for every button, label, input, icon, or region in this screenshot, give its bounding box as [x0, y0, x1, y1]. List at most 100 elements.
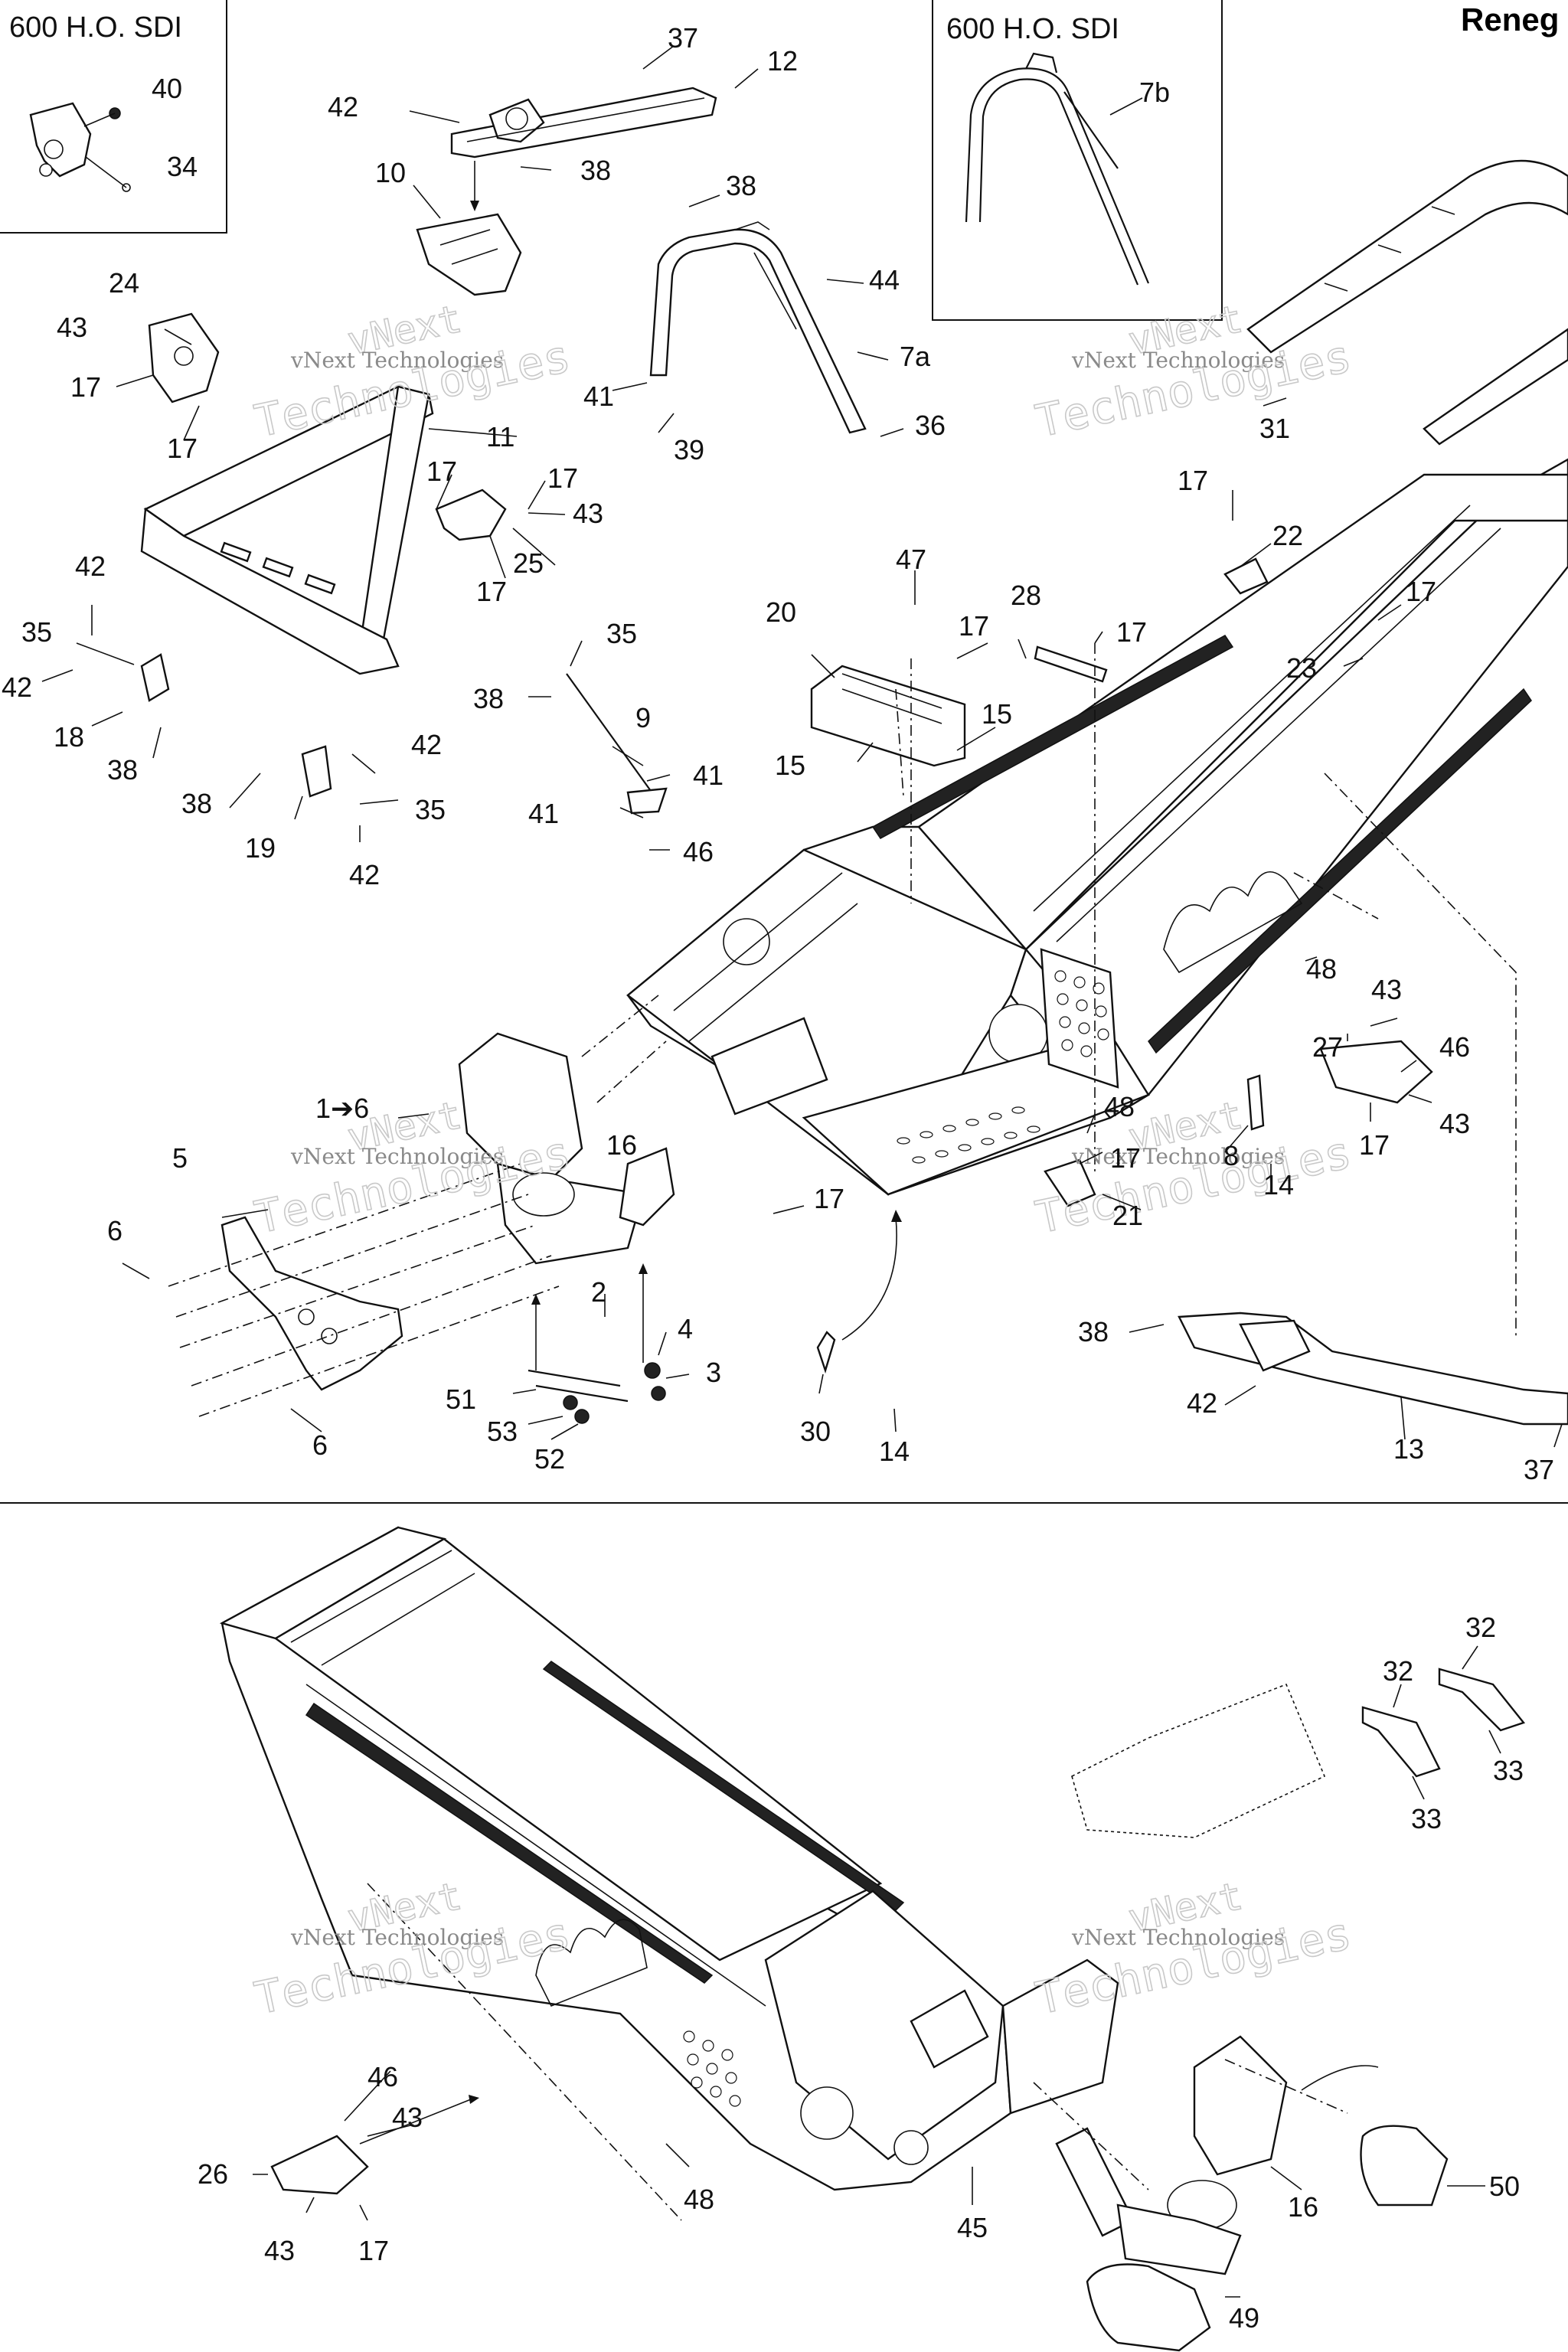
callout-43: 43 — [57, 312, 87, 343]
callout-43: 43 — [573, 498, 603, 529]
inset-box-right-title: 600 H.O. SDI — [946, 13, 1119, 45]
callout-43: 43 — [1371, 974, 1402, 1005]
callout-12: 12 — [767, 45, 798, 77]
callout-6: 6 — [312, 1429, 328, 1461]
callout-17: 17 — [959, 610, 989, 642]
callout-37: 37 — [668, 22, 698, 54]
callout-17: 17 — [547, 462, 578, 494]
callout-37: 37 — [1524, 1454, 1554, 1485]
callout-38: 38 — [726, 170, 756, 201]
svg-text:vNext Technologies: vNext Technologies — [1071, 1925, 1285, 1950]
callout-labels: 40 34 37 12 42 38 10 38 44 7a 41 39 36 7… — [2, 22, 1554, 2334]
callout-10: 10 — [375, 157, 406, 188]
callout-38: 38 — [580, 155, 611, 186]
svg-text:vNext Technologies: vNext Technologies — [1071, 348, 1285, 373]
callout-15: 15 — [982, 698, 1012, 730]
callout-22: 22 — [1272, 520, 1303, 551]
callout-42: 42 — [1187, 1387, 1217, 1419]
callout-3: 3 — [706, 1357, 721, 1388]
callout-41: 41 — [693, 760, 724, 791]
callout-52: 52 — [534, 1443, 565, 1475]
callout-49: 49 — [1229, 2302, 1259, 2334]
callout-11: 11 — [486, 421, 514, 452]
callout-21: 21 — [1112, 1200, 1143, 1231]
callout-50: 50 — [1489, 2171, 1520, 2202]
callout-41: 41 — [528, 798, 559, 829]
callout-44: 44 — [869, 264, 900, 296]
callout-19: 19 — [245, 832, 276, 864]
callout-17: 17 — [426, 456, 457, 487]
page-title: Reneg — [1461, 2, 1559, 38]
callout-43: 43 — [1439, 1108, 1470, 1139]
callout-42: 42 — [75, 550, 106, 582]
callout-31: 31 — [1259, 413, 1290, 444]
svg-text:vNext Technologies: vNext Technologies — [290, 1925, 504, 1950]
callout-38: 38 — [181, 788, 212, 819]
callout-17: 17 — [1359, 1129, 1390, 1161]
callout-27: 27 — [1312, 1031, 1343, 1063]
callout-7b: 7b — [1139, 77, 1170, 108]
callout-17: 17 — [1406, 576, 1436, 607]
callout-18: 18 — [54, 721, 84, 753]
callout-43: 43 — [264, 2235, 295, 2266]
callout-16: 16 — [1288, 2191, 1318, 2223]
callout-33: 33 — [1493, 1755, 1524, 1786]
callout-4: 4 — [678, 1313, 693, 1344]
svg-text:vNext Technologies: vNext Technologies — [1071, 1144, 1285, 1169]
callout-17: 17 — [1116, 616, 1147, 648]
callout-20: 20 — [766, 596, 796, 628]
callout-42: 42 — [2, 671, 32, 703]
callout-14: 14 — [1263, 1169, 1294, 1200]
callout-36: 36 — [915, 410, 946, 441]
callout-2: 2 — [591, 1276, 606, 1308]
callout-48: 48 — [1306, 953, 1337, 985]
callout-53: 53 — [487, 1416, 518, 1447]
callout-48: 48 — [684, 2184, 714, 2215]
callout-23: 23 — [1286, 652, 1317, 684]
callout-25: 25 — [513, 547, 544, 579]
callout-13: 13 — [1393, 1433, 1424, 1465]
callout-9: 9 — [635, 702, 651, 733]
callout-7a: 7a — [900, 341, 931, 372]
callout-38: 38 — [107, 754, 138, 786]
callout-32: 32 — [1383, 1655, 1413, 1687]
callout-16: 16 — [606, 1129, 637, 1161]
svg-text:vNext Technologies: vNext Technologies — [290, 1144, 504, 1169]
callout-42: 42 — [411, 729, 442, 760]
callout-35: 35 — [606, 618, 637, 649]
callout-34: 34 — [167, 151, 198, 182]
callout-17: 17 — [167, 433, 198, 464]
callout-33: 33 — [1411, 1803, 1442, 1834]
callout-40: 40 — [152, 73, 182, 104]
callout-45: 45 — [957, 2212, 988, 2243]
callout-1-to-6: 1➔6 — [315, 1093, 369, 1124]
callout-47: 47 — [896, 544, 926, 575]
callout-35: 35 — [21, 616, 52, 648]
callout-41: 41 — [583, 381, 614, 412]
callout-32: 32 — [1465, 1612, 1496, 1643]
callout-24: 24 — [109, 267, 139, 299]
callout-42: 42 — [328, 91, 358, 122]
inset-box-left-title: 600 H.O. SDI — [9, 11, 182, 44]
callout-28: 28 — [1011, 580, 1041, 611]
callout-17: 17 — [1178, 465, 1208, 496]
callout-38: 38 — [473, 683, 504, 714]
callout-46: 46 — [1439, 1031, 1470, 1063]
callout-17: 17 — [476, 576, 507, 607]
callout-17: 17 — [814, 1183, 844, 1214]
inset-box-right: 600 H.O. SDI — [932, 0, 1223, 321]
callout-17: 17 — [1110, 1142, 1141, 1174]
callout-43: 43 — [392, 2102, 423, 2133]
callout-46: 46 — [683, 836, 714, 867]
callout-30: 30 — [800, 1416, 831, 1447]
callout-38: 38 — [1078, 1316, 1109, 1348]
callout-8: 8 — [1223, 1140, 1239, 1171]
callout-leaders — [41, 45, 1563, 2298]
callout-39: 39 — [674, 434, 704, 466]
callout-14: 14 — [879, 1436, 910, 1467]
svg-text:vNext Technologies: vNext Technologies — [290, 348, 504, 373]
callout-6: 6 — [107, 1215, 122, 1246]
callout-48: 48 — [1104, 1091, 1135, 1122]
upper-exploded-view — [140, 87, 1568, 1426]
